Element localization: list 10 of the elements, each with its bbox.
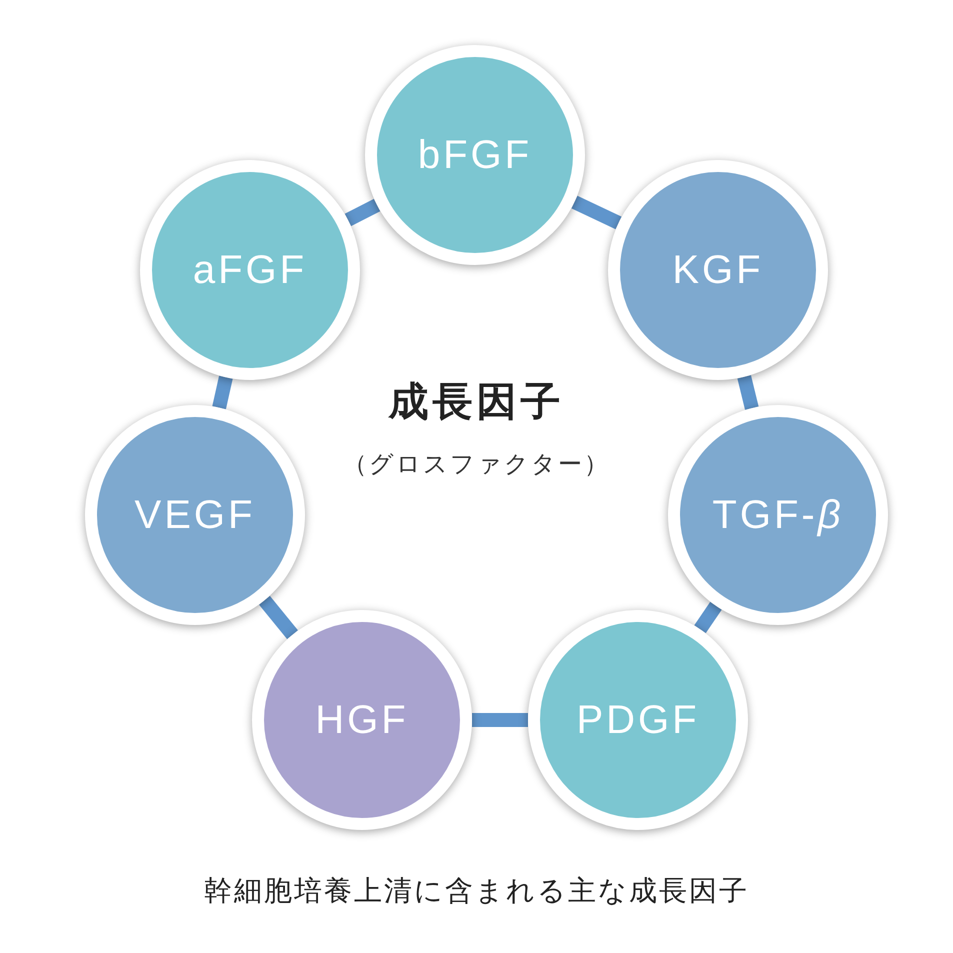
caption: 幹細胞培養上清に含まれる主な成長因子 <box>203 873 750 909</box>
connector-bar <box>259 596 298 640</box>
connector-bar <box>571 196 622 230</box>
center-subheading: （グロスファクター） <box>342 449 611 480</box>
connector-bar <box>737 375 759 410</box>
center-heading: 成長因子 <box>387 378 566 427</box>
connector-bar <box>212 376 233 410</box>
connector-bar <box>694 602 722 634</box>
connector-bar <box>472 713 528 727</box>
connector-bar <box>344 198 380 226</box>
